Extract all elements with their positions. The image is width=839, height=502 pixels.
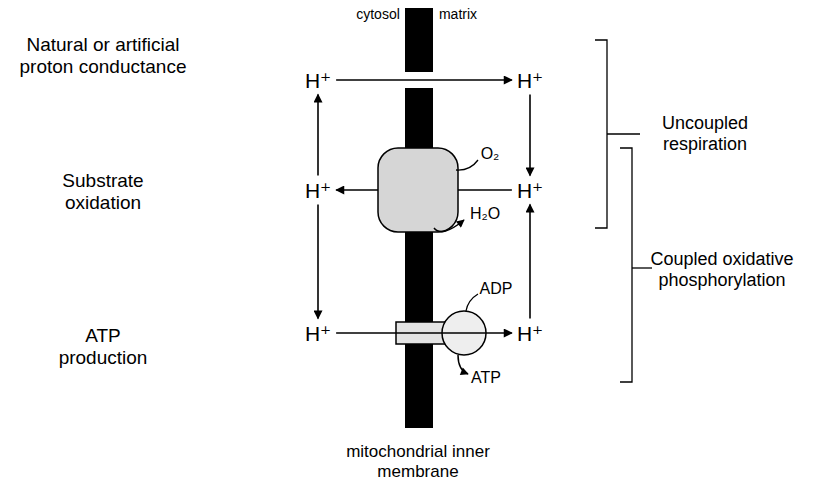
text-label: mitochondrial inner membrane xyxy=(343,442,493,481)
bracket xyxy=(620,148,632,382)
text-label: Substrate oxidation xyxy=(43,170,163,214)
bracket xyxy=(595,40,607,228)
bracket-tick xyxy=(607,133,640,134)
proton-label: H⁺ xyxy=(303,322,333,345)
proton-node: H⁺ xyxy=(515,322,545,345)
proton-node: H⁺ xyxy=(515,69,545,92)
text-label: cytosol xyxy=(356,6,400,22)
text-label: Coupled oxidative phosphorylation xyxy=(650,249,795,290)
proton-flow-arrow xyxy=(317,95,319,176)
text-label: matrix xyxy=(439,6,477,22)
text-label: ATP xyxy=(471,369,501,387)
text-label: ATP production xyxy=(48,325,158,369)
respiratory-chain-complex xyxy=(378,148,458,232)
proton-node: H⁺ xyxy=(303,322,333,345)
proton-node: H⁺ xyxy=(515,179,545,202)
text-label: ADP xyxy=(480,280,513,298)
proton-label: H⁺ xyxy=(515,179,545,202)
water-arrow xyxy=(434,220,464,232)
text-label: Uncoupled respiration xyxy=(635,113,775,154)
proton-label: H⁺ xyxy=(303,69,333,92)
text-label: H₂O xyxy=(470,205,500,223)
proton-flow-arrow xyxy=(529,95,531,176)
text-label: Natural or artificial proton conductance xyxy=(8,34,198,78)
bracket-tick xyxy=(632,267,652,268)
proton-flow-arrow xyxy=(529,205,531,319)
proton-label: H⁺ xyxy=(303,179,333,202)
proton-label: H⁺ xyxy=(515,69,545,92)
proton-node: H⁺ xyxy=(303,179,333,202)
proton-flow-arrow xyxy=(336,332,512,334)
text-label: O₂ xyxy=(481,145,500,163)
atp-arrow xyxy=(458,355,468,374)
adp-leader xyxy=(466,294,478,311)
oxygen-leader xyxy=(456,160,478,170)
proton-flow-arrow xyxy=(336,79,512,81)
proton-flow-arrow xyxy=(317,205,319,319)
proton-node: H⁺ xyxy=(303,69,333,92)
proton-label: H⁺ xyxy=(515,322,545,345)
